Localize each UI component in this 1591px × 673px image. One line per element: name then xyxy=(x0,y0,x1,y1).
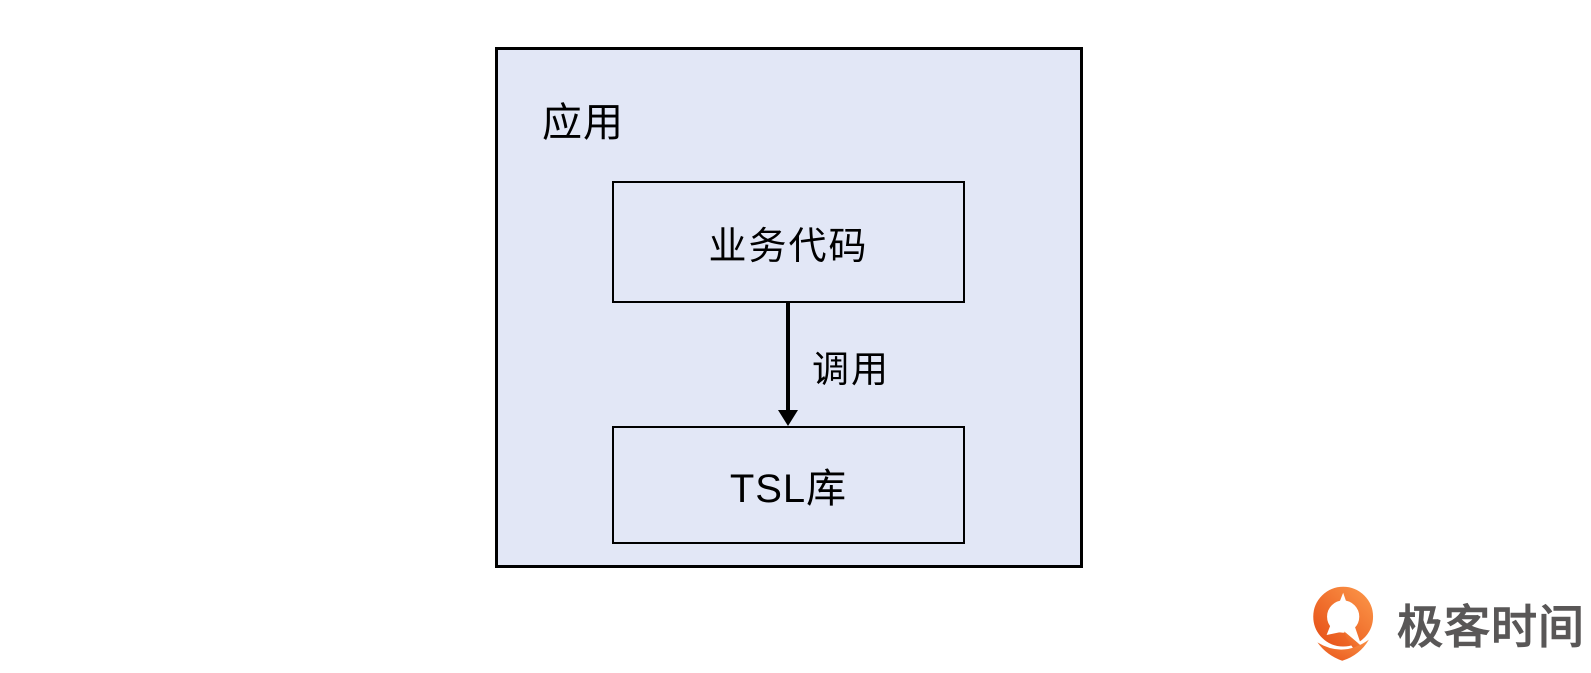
brand-logo-text: 极客时间 xyxy=(1397,601,1585,653)
call-edge-label: 调用 xyxy=(812,349,890,390)
node-business-code: 业务代码 xyxy=(612,181,965,303)
call-arrow-line xyxy=(786,303,790,412)
node-tsl-library-label: TSL库 xyxy=(729,467,848,511)
node-business-code-label: 业务代码 xyxy=(708,225,869,268)
node-tsl-library: TSL库 xyxy=(612,426,965,544)
application-label: 应用 xyxy=(542,101,624,145)
call-arrow-head-icon xyxy=(778,410,798,426)
application-container-box: 应用 业务代码 调用 TSL库 xyxy=(495,47,1083,568)
brand-logo: 极客时间 xyxy=(1299,578,1585,670)
geektime-pin-icon xyxy=(1313,586,1374,661)
